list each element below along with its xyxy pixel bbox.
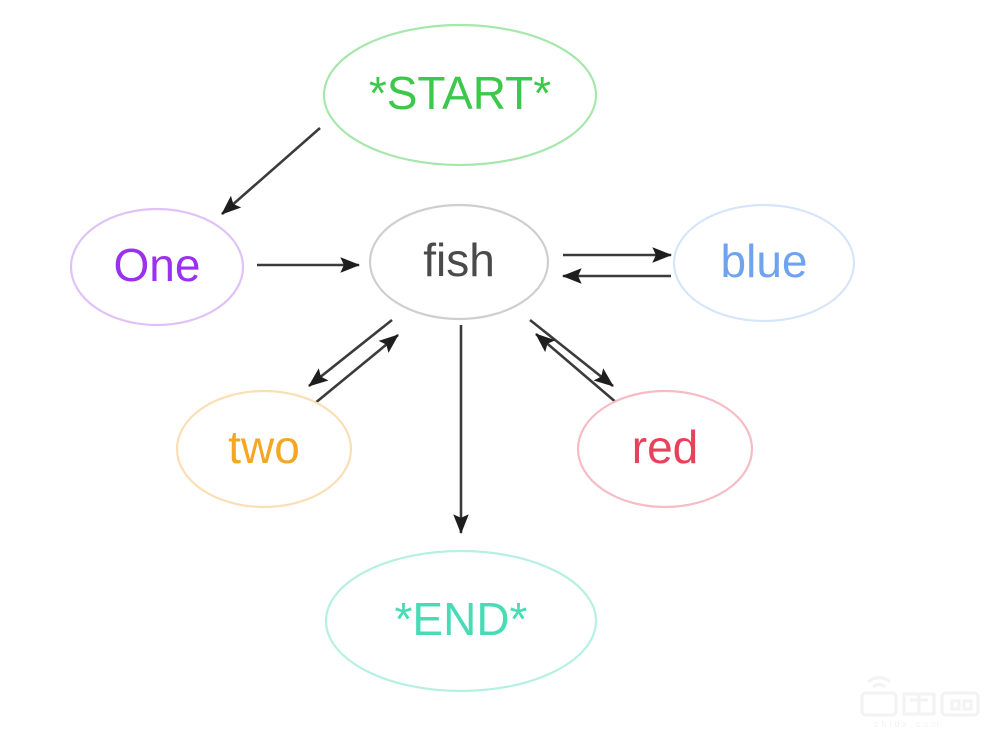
node-red-label: red <box>632 421 698 473</box>
node-red[interactable]: red <box>576 389 754 509</box>
node-one-label: One <box>114 239 201 291</box>
node-one-ellipse <box>69 207 245 327</box>
node-start[interactable]: *START* <box>322 23 598 167</box>
node-end[interactable]: *END* <box>324 549 598 693</box>
edge-red-to-fish <box>535 333 619 405</box>
node-start-ellipse <box>322 23 598 167</box>
node-blue-label: blue <box>721 235 808 287</box>
node-one[interactable]: One <box>69 207 245 327</box>
edge-two-to-fish <box>313 333 399 406</box>
edges-layer <box>221 127 673 535</box>
node-two-ellipse <box>175 389 353 509</box>
node-blue[interactable]: blue <box>672 203 856 323</box>
node-red-ellipse <box>576 389 754 509</box>
node-two-label: two <box>228 421 300 473</box>
node-blue-ellipse <box>672 203 856 323</box>
node-fish-ellipse <box>368 203 550 321</box>
node-two[interactable]: two <box>175 389 353 509</box>
node-start-label: *START* <box>369 67 551 119</box>
node-end-ellipse <box>324 549 598 693</box>
node-end-label: *END* <box>395 593 528 645</box>
node-fish[interactable]: fish <box>368 203 550 321</box>
edge-start-to-one <box>221 127 321 215</box>
edge-fish-to-red <box>529 318 614 388</box>
nodes-layer: *START* One fish blue two red *END* <box>69 23 856 693</box>
node-fish-label: fish <box>423 234 495 286</box>
edge-fish-to-two <box>308 318 393 388</box>
